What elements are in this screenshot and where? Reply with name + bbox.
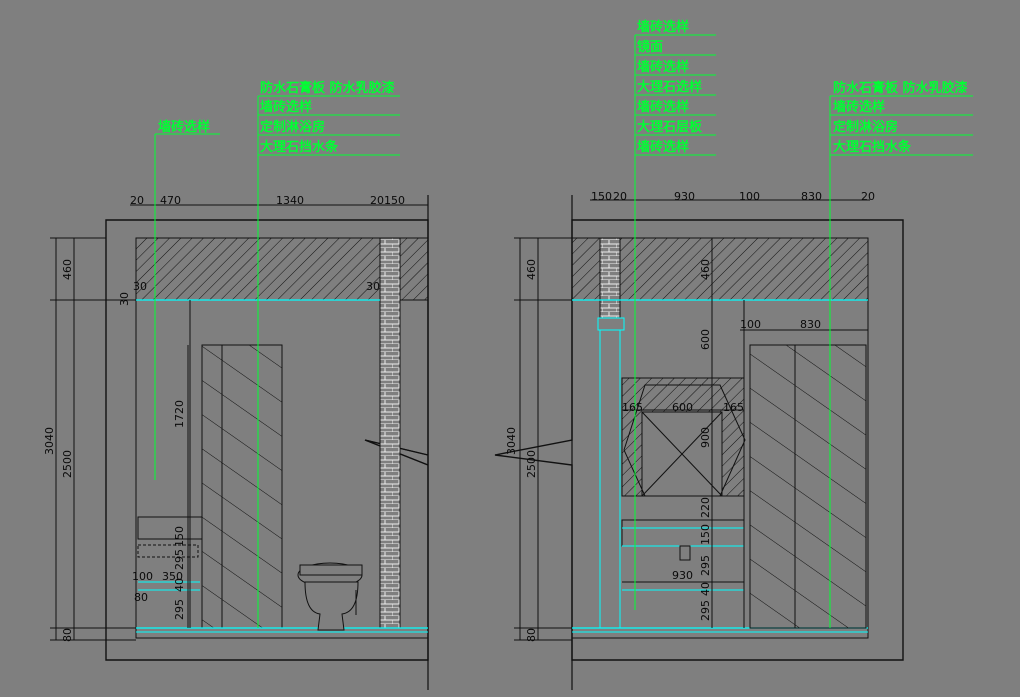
left-top-dim-3: 1340 [276, 194, 304, 207]
right-col-label-5: 墙砖选样 [637, 99, 689, 115]
left-counter [137, 516, 203, 540]
right-ceiling-hatch [571, 237, 869, 301]
right-side-dim-80: 80 [525, 628, 538, 642]
left-inner-dim-350: 350 [162, 570, 183, 583]
right-inner-dim-295b: 295 [699, 600, 712, 621]
right-inner-dim-600v: 600 [699, 329, 712, 350]
right-elevation: 墙砖选样 镜面 墙砖选样 大理石选样 墙砖选样 大理石层板 墙砖选样 防水石膏板… [494, 19, 973, 690]
left-ceiling-hatch [135, 237, 429, 301]
left-inner-dim-150: 150 [173, 526, 186, 547]
left-inner-dim-30b: 30 [366, 280, 380, 293]
left-side-dim-30: 30 [118, 292, 131, 306]
right-inner-dim-220: 220 [699, 497, 712, 518]
right-col-label-7: 墙砖选样 [637, 139, 689, 155]
right-label-2: 墙砖选样 [833, 99, 885, 115]
left-inner-dim-40: 40 [173, 578, 186, 592]
left-top-dim-2: 470 [160, 194, 181, 207]
left-side-dim-2500: 2500 [61, 450, 74, 478]
right-side-dim-3040: 3040 [505, 427, 518, 455]
right-brick-column [599, 237, 621, 319]
right-inner-dim-165b: 165 [723, 401, 744, 414]
right-side-dim-2500: 2500 [525, 450, 538, 478]
left-side-dim-460: 460 [61, 259, 74, 280]
left-elevation: 墙砖选样 防水石膏板 防水乳胶漆 墙砖选样 定制淋浴房 大理石挡水条 20 47… [43, 80, 429, 690]
right-side-dim-460: 460 [525, 259, 538, 280]
right-label-4: 大理石挡水条 [833, 139, 912, 155]
toilet-icon [297, 562, 363, 631]
left-inner-dim-100: 100 [132, 570, 153, 583]
right-inner-dim-830: 830 [800, 318, 821, 331]
left-side-dim-80: 80 [61, 628, 74, 642]
left-brick-column [379, 237, 401, 629]
left-side-dim-3040: 3040 [43, 427, 56, 455]
right-label-1: 防水石膏板 防水乳胶漆 [833, 80, 968, 96]
left-inner-dim-295b: 295 [173, 599, 186, 620]
right-vanity [621, 519, 745, 547]
right-label-3: 定制淋浴房 [832, 119, 898, 135]
left-label-4: 大理石挡水条 [260, 139, 339, 155]
right-inner-dim-930: 930 [672, 569, 693, 582]
right-top-dim-2: 20 [613, 190, 627, 203]
right-inner-dim-150: 150 [699, 524, 712, 545]
right-col-label-2: 镜面 [637, 39, 663, 55]
right-col-label-1: 墙砖选样 [637, 19, 689, 35]
right-top-dim-5: 830 [801, 190, 822, 203]
right-top-dim-4: 100 [739, 190, 760, 203]
left-top-dim-4: 20 [370, 194, 384, 207]
right-inner-dim-295a: 295 [699, 555, 712, 576]
right-glass-panel [749, 344, 867, 629]
right-col-label-4: 大理石选样 [637, 79, 702, 95]
right-inner-dim-600h: 600 [672, 401, 693, 414]
left-inner-dim-80: 80 [134, 591, 148, 604]
right-top-dim-3: 930 [674, 190, 695, 203]
right-inner-dim-40: 40 [699, 582, 712, 596]
left-top-dim-5: 150 [384, 194, 405, 207]
left-label-single: 墙砖选样 [158, 119, 210, 135]
right-col-label-3: 墙砖选样 [637, 59, 689, 75]
left-inner-dim-1720: 1720 [173, 400, 186, 428]
right-top-dim-1: 150 [591, 190, 612, 203]
left-label-2: 墙砖选样 [260, 99, 312, 115]
left-inner-dim-30a: 30 [133, 280, 147, 293]
left-top-dim-1: 20 [130, 194, 144, 207]
right-col-label-6: 大理石层板 [637, 119, 703, 135]
right-inner-dim-900: 900 [699, 427, 712, 448]
right-top-dim-6: 20 [861, 190, 875, 203]
left-label-1: 防水石膏板 防水乳胶漆 [260, 80, 395, 96]
left-label-3: 定制淋浴房 [259, 119, 325, 135]
left-glass-panel [201, 344, 283, 629]
right-inner-dim-460: 460 [699, 259, 712, 280]
left-inner-dim-295a: 295 [173, 549, 186, 570]
right-inner-dim-165a: 165 [622, 401, 643, 414]
right-inner-dim-100: 100 [740, 318, 761, 331]
